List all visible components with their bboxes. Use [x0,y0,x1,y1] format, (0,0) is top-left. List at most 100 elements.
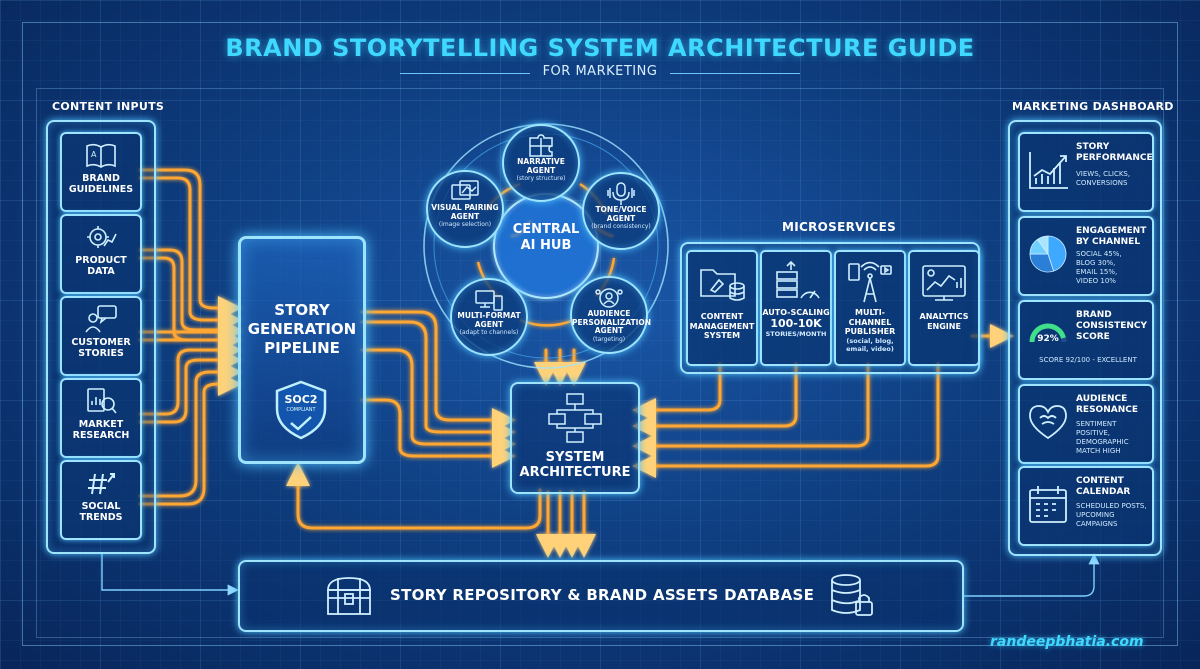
input-label-2: STORIES [78,348,124,359]
input-label-2: RESEARCH [72,430,130,441]
card-text-2: CONVERSIONS [1076,179,1128,187]
agent-name-2: PERSONALIZATION AGENT [572,317,652,335]
card-heading-1: BRAND [1076,310,1112,320]
page-title: BRAND STORYTELLING SYSTEM ARCHITECTURE G… [225,34,975,62]
agent-name: MULTI-FORMAT [457,311,521,320]
agent-name: NARRATIVE [517,157,565,166]
card-heading-1: AUDIENCE [1076,394,1128,404]
pie-slice-social [1047,235,1067,272]
hub-title-line-1: CENTRAL [512,222,580,237]
ms-label-1: ANALYTICS [919,312,969,321]
card-heading-2: CONSISTENCY [1076,321,1148,331]
ms-big-number: 100-10K [770,316,822,330]
svg-text:A: A [91,150,97,159]
repository-label: STORY REPOSITORY & BRAND ASSETS DATABASE [390,586,815,604]
architecture-title-line-2: ARCHITECTURE [519,465,631,480]
footer-brand-link[interactable]: randeepbhatia.com [990,634,1144,650]
agent-name-2: AGENT [450,211,480,221]
story-generation-pipeline: STORY GENERATION PIPELINE SOC2 COMPLIANT [238,236,366,464]
card-text-2: BLOG 30%, [1076,259,1116,267]
ms-label-2: MANAGEMENT [689,321,755,331]
line-chart-icon [1026,148,1070,192]
system-architecture: SYSTEM ARCHITECTURE [510,382,640,494]
dashboard-icon [919,260,969,306]
card-heading-1: CONTENT [1076,476,1124,486]
card-text-4: VIDEO 10% [1076,277,1116,285]
outer-frame [22,22,1178,646]
ms-small-text: (social, blog, email, video) [846,336,894,353]
ms-label-1: MULTI-CHANNEL [848,308,892,327]
agent-description: (adapt to channels) [459,329,519,336]
card-text-1: SCORE 92/100 - EXCELLENT [1039,356,1137,364]
agent-name-2: AGENT [606,213,636,223]
gauge-value: 92% [1037,334,1059,344]
people-icon [594,286,624,310]
card-text-3: EMAIL 15%, [1076,268,1118,276]
hashtag-icon [84,468,118,498]
input-label-1: PRODUCT [75,255,127,266]
chat-person-icon [84,304,118,334]
input-label-1: SOCIAL [81,501,121,512]
puzzle-icon [526,134,556,158]
architecture-title-line-1: SYSTEM [545,450,605,465]
agent-name-2: AGENT [474,319,504,329]
card-text-1: SOCIAL 45%, [1076,250,1122,258]
gauge-icon [1029,323,1067,343]
hub-title-line-2: AI HUB [520,238,572,253]
pie-slice-video [1036,235,1049,256]
agent-name: VISUAL PAIRING [431,203,499,212]
calendar-icon [1026,482,1070,526]
card-text-2: DEMOGRAPHIC [1076,438,1129,446]
heart-brain-icon [1026,400,1070,444]
pipeline-title-line-2: GENERATION [247,320,357,338]
content-inputs-label: CONTENT INPUTS [52,100,165,113]
ms-small-text: STORIES/MONTH [765,329,827,338]
ms-label-1: AUTO-SCALING [762,308,830,317]
magnifier-chart-icon [84,386,118,416]
agent-name: TONE/VOICE [595,205,647,214]
card-heading-2: RESONANCE [1076,405,1138,415]
input-label-1: MARKET [78,419,124,430]
ms-label-1: CONTENT [700,312,744,321]
agent-name-2: AGENT [526,165,556,175]
pipeline-title-line-1: STORY [274,301,330,319]
pipeline-title-line-3: PIPELINE [264,339,340,357]
images-icon [450,180,480,204]
folder-database-icon [697,260,747,306]
microservices-label: MICROSERVICES [782,220,897,234]
agent-name: AUDIENCE [587,309,631,318]
page-subtitle: FOR MARKETING [542,64,658,79]
card-text-1: VIEWS, CLICKS, [1076,170,1131,178]
card-text-1: SCHEDULED POSTS, [1076,502,1147,510]
input-label-1: BRAND [82,173,120,184]
broadcast-icon [845,260,895,306]
central-ai-hub: CENTRAL AI HUB [494,222,598,254]
input-label-2: GUIDELINES [68,184,134,195]
pie-slice-blog [1029,253,1055,273]
agent-description: (targeting) [592,335,626,343]
subtitle-line-left [400,73,530,74]
treasure-chest-icon [324,574,374,618]
server-gauge-icon [771,260,821,306]
input-label-2: DATA [87,266,115,277]
agent-description: (image selection) [438,221,492,228]
gear-chart-icon [84,222,118,252]
architecture-diagram-icon [545,392,605,446]
ms-label-3: SYSTEM [703,331,741,340]
card-heading-2: CALENDAR [1076,487,1131,497]
